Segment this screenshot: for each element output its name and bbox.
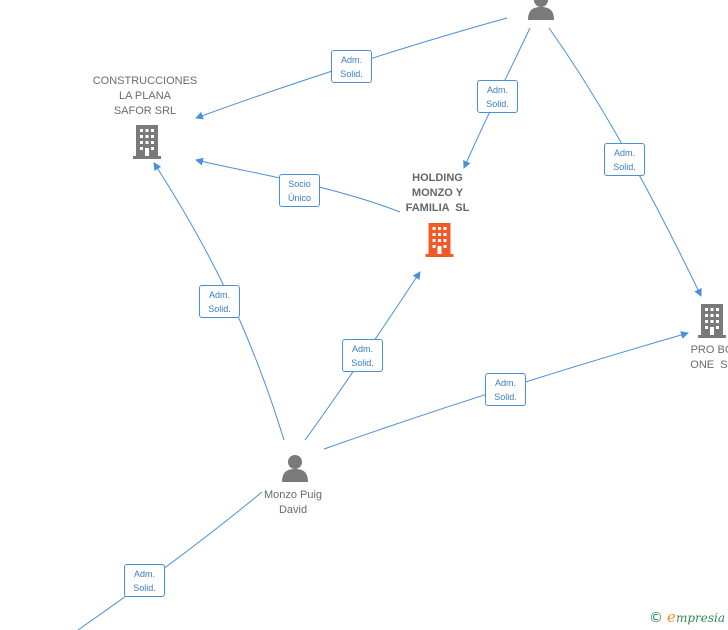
edge-label-offscreen-to-monzo: Adm. Solid. — [124, 564, 165, 597]
edge-label-holding-to-construcciones: Socio Único — [279, 174, 320, 207]
holding-building-icon[interactable] — [425, 223, 454, 257]
edge-label-monzo-to-construcciones: Adm. Solid. — [199, 285, 240, 318]
holding-label[interactable]: HOLDING MONZO Y FAMILIA SL — [405, 172, 470, 214]
edge-label-top-to-probo: Adm. Solid. — [604, 143, 645, 176]
monzo-puig-label[interactable]: Monzo Puig David — [263, 489, 323, 516]
probo-label[interactable]: PRO BO ONE SL — [690, 344, 728, 371]
construcciones-label[interactable]: CONSTRUCCIONES LA PLANA SAFOR SRL — [92, 75, 198, 117]
edge-label-monzo-to-probo: Adm. Solid. — [485, 373, 526, 406]
edge-label-monzo-to-holding: Adm. Solid. — [342, 339, 383, 372]
construcciones-building-icon[interactable] — [133, 125, 161, 159]
monzo-puig-person-icon[interactable] — [282, 455, 308, 482]
copyright-icon: © — [649, 610, 664, 626]
brand-name: mpresia — [675, 611, 725, 625]
edge-label-top-to-construcciones: Adm. Solid. — [331, 50, 372, 83]
probo-building-icon[interactable] — [698, 304, 726, 338]
empresia-watermark: ©empresia — [649, 608, 725, 626]
edge-offscreen-to-monzo — [77, 491, 263, 630]
top-person-icon[interactable] — [528, 0, 554, 20]
edge-label-top-to-holding: Adm. Solid. — [477, 80, 518, 113]
brand-initial: e — [667, 608, 676, 626]
